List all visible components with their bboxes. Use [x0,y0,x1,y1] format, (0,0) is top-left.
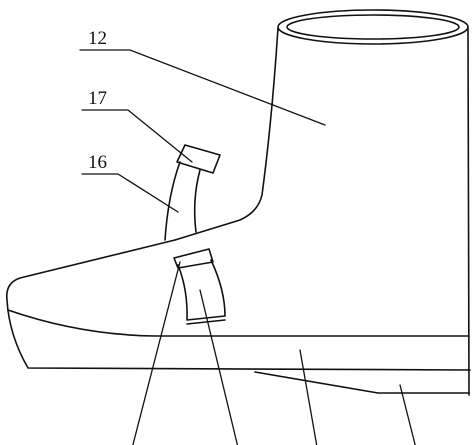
sole [254,371,470,394]
leader-11 [399,384,416,445]
upper-strap [164,144,221,241]
leader-17 [81,109,193,163]
reference-numerals: 12 17 16 18 19 1 11 [88,28,418,445]
instep-line [5,239,471,371]
leader-19 [199,289,239,445]
label-18: 18 [98,443,117,445]
shaft-front-edge [174,27,279,241]
upper-buckle [176,144,221,174]
boot-shaft [174,9,470,396]
lower-strap-band [177,259,226,321]
label-16: 16 [88,152,107,173]
label-19: 19 [214,443,233,445]
leader-1 [299,349,318,445]
leader-12 [79,49,326,126]
shaft-top-inner-rim [286,14,460,40]
shaft-top-outer-rim [277,9,469,45]
leader-16 [81,173,179,213]
label-17: 17 [88,88,107,109]
label-11: 11 [400,443,418,445]
leader-lines [79,49,416,445]
welt-curve [7,309,470,337]
label-1: 1 [312,443,322,445]
leader-18 [132,261,181,445]
lower-buckle [173,248,214,269]
boot-foot [5,239,471,371]
shaft-back-edge [467,27,470,396]
label-12: 12 [88,28,107,49]
upper-strap-band [164,161,201,241]
lower-strap [173,248,226,325]
lower-strap-bottom-edge [186,319,226,325]
sole-bottom-slope [254,371,379,394]
